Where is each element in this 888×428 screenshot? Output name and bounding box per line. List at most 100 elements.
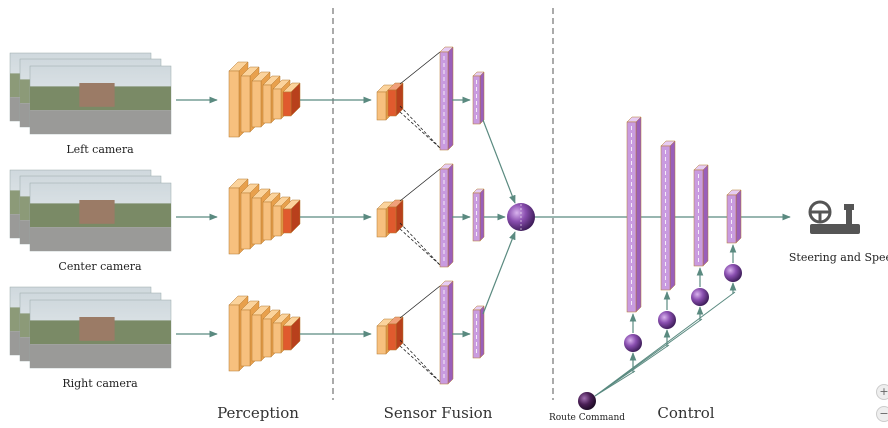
- sensor-fusion-label: Sensor Fusion: [383, 404, 493, 422]
- control-layer-2: [691, 164, 709, 306]
- box-side: [669, 140, 676, 291]
- box-face: [387, 323, 397, 351]
- perception-label: Perception: [217, 404, 299, 422]
- box-face: [387, 206, 397, 234]
- route-node: [724, 264, 742, 282]
- control-fc: [693, 164, 709, 267]
- box-face: [251, 197, 262, 245]
- box-face: [376, 208, 387, 238]
- fusion-branch-2: [376, 231, 516, 385]
- zoom-out-button[interactable]: −: [876, 406, 888, 422]
- box-face: [240, 75, 251, 133]
- box-face: [228, 187, 240, 255]
- box-face: [282, 208, 292, 234]
- route-command-node: [578, 392, 596, 410]
- box-face: [240, 309, 251, 367]
- control-layer-1: [658, 140, 676, 329]
- box-face: [376, 325, 387, 355]
- box-face: [726, 194, 737, 244]
- steering-wheel-icon: [808, 200, 860, 234]
- camera-image-0: [9, 52, 172, 135]
- control-layer-0: [624, 116, 642, 352]
- cnn-layer: [282, 199, 301, 234]
- box-face: [228, 304, 240, 372]
- fusion-conv-b: [387, 82, 404, 117]
- camera-image-2: [9, 286, 172, 369]
- arrow-to-merge: [482, 119, 516, 204]
- box-face: [251, 80, 262, 128]
- route-node: [691, 288, 709, 306]
- route-fan-line: [594, 291, 736, 397]
- box-face: [282, 325, 292, 351]
- box-side: [479, 188, 485, 242]
- proj-line: [399, 345, 441, 383]
- proj-line: [399, 51, 441, 85]
- fusion-fc-tall: [439, 163, 454, 268]
- photo-building: [79, 317, 115, 341]
- fusion-fc-small: [472, 71, 485, 125]
- proj-line: [399, 105, 441, 149]
- box-face: [472, 192, 481, 242]
- box-face: [272, 322, 282, 354]
- box-side: [479, 71, 485, 125]
- photo-road: [30, 227, 171, 251]
- camera-image-1: [9, 169, 172, 252]
- proj-line: [399, 285, 441, 319]
- steering-and-speed-label: Steering and Speed: [788, 251, 888, 264]
- control-fc: [626, 116, 642, 313]
- control-fc: [660, 140, 676, 291]
- fusion-branch-0: [376, 46, 516, 204]
- fusion-conv-b: [387, 199, 404, 234]
- box-face: [387, 89, 397, 117]
- box-side: [447, 163, 454, 268]
- box-side: [447, 46, 454, 151]
- box-face: [251, 314, 262, 362]
- box-face: [262, 84, 272, 124]
- box-face: [282, 91, 292, 117]
- zoom-in-button[interactable]: +: [876, 384, 888, 400]
- control-layer-3: [724, 189, 742, 282]
- arrow-to-merge: [482, 231, 516, 315]
- proj-line: [399, 339, 441, 383]
- fusion-fc-tall: [439, 46, 454, 151]
- photo-building: [79, 200, 115, 224]
- fusion-conv-b: [387, 316, 404, 351]
- cnn-stack-0: [228, 61, 301, 138]
- photo-building: [79, 83, 115, 107]
- box-face: [240, 192, 251, 250]
- proj-line: [399, 222, 441, 266]
- box-face: [376, 91, 387, 121]
- fusion-fc-tall: [439, 280, 454, 385]
- box-side: [635, 116, 642, 313]
- left-camera-label: Left camera: [66, 143, 134, 156]
- photo-road: [30, 344, 171, 368]
- proj-line: [399, 168, 441, 202]
- cnn-stack-2: [228, 295, 301, 372]
- fusion-fc-small: [472, 188, 485, 242]
- box-face: [228, 70, 240, 138]
- box-face: [272, 88, 282, 120]
- box-side: [447, 280, 454, 385]
- route-command-label: Route Command: [548, 413, 626, 423]
- center-camera-label: Center camera: [58, 260, 142, 273]
- box-face: [262, 318, 272, 358]
- fusion-branch-1: [376, 163, 506, 268]
- proj-line: [399, 228, 441, 266]
- cnn-layer: [282, 82, 301, 117]
- fusion-fc-small: [472, 305, 485, 359]
- route-node: [624, 334, 642, 352]
- box-face: [660, 145, 671, 291]
- photo-road: [30, 110, 171, 134]
- box-face: [472, 309, 481, 359]
- box-face: [272, 205, 282, 237]
- control-label: Control: [657, 404, 715, 422]
- box-face: [262, 201, 272, 241]
- cnn-layer: [282, 316, 301, 351]
- right-camera-label: Right camera: [62, 377, 138, 390]
- control-fc: [726, 189, 742, 244]
- route-node: [658, 311, 676, 329]
- cnn-stack-1: [228, 178, 301, 255]
- proj-line: [399, 111, 441, 149]
- box-side: [735, 189, 742, 244]
